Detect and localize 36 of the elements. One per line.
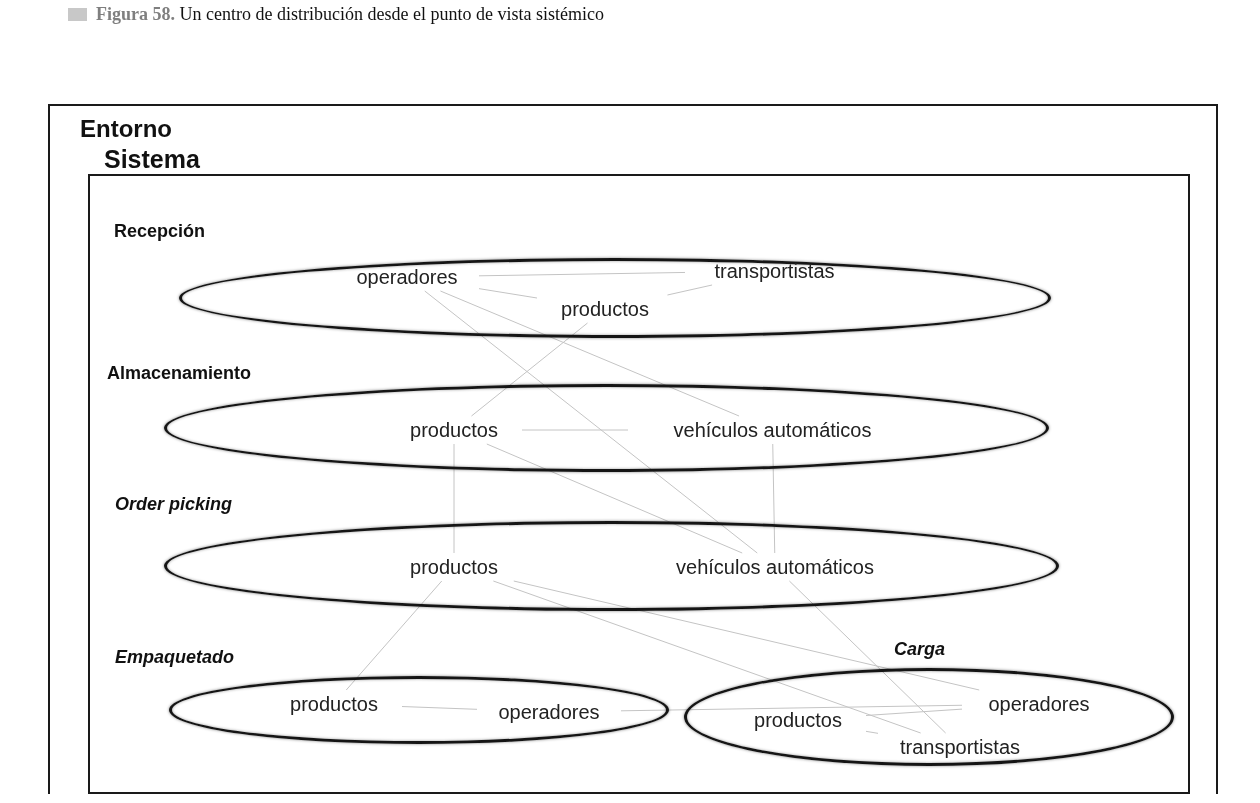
element-label: productos xyxy=(388,554,520,580)
connector-line xyxy=(439,290,740,417)
connector-line xyxy=(486,443,743,554)
element-label: productos xyxy=(388,417,520,443)
connector-line xyxy=(470,322,589,417)
connector-line xyxy=(865,730,879,734)
figure-caption: Figura 58. Un centro de distribución desde el punto de vista sistémico xyxy=(96,4,604,25)
element-label: operadores xyxy=(964,691,1114,717)
connector-line xyxy=(513,580,980,691)
element-label: vehículos automáticos xyxy=(630,417,915,443)
connector-line xyxy=(492,580,922,734)
boundary-heading: Entorno xyxy=(80,114,172,144)
element-label: productos xyxy=(539,296,671,322)
stage-heading: Recepción xyxy=(114,221,206,242)
connector-line xyxy=(424,290,758,554)
stage-heading: Almacenamiento xyxy=(107,363,252,384)
connector-line xyxy=(620,704,963,712)
connector-line xyxy=(345,580,443,691)
connector-line xyxy=(478,288,538,299)
stage-heading: Empaquetado xyxy=(115,647,234,668)
element-label: vehículos automáticos xyxy=(630,554,920,580)
stage-heading: Order picking xyxy=(115,494,233,515)
element-label: transportistas xyxy=(880,734,1040,760)
element-label: operadores xyxy=(479,699,619,725)
connector-line xyxy=(865,708,963,716)
connector-line xyxy=(401,706,478,710)
element-label: productos xyxy=(732,707,864,733)
connector-line xyxy=(772,443,776,554)
connector-line xyxy=(666,284,713,296)
stage-heading: Carga xyxy=(894,639,946,660)
connector-line xyxy=(788,580,947,734)
boundary-box xyxy=(48,104,1218,794)
connector-line xyxy=(478,271,686,277)
element-label: transportistas xyxy=(687,258,862,284)
element-label: operadores xyxy=(337,264,477,290)
element-label: productos xyxy=(268,691,400,717)
